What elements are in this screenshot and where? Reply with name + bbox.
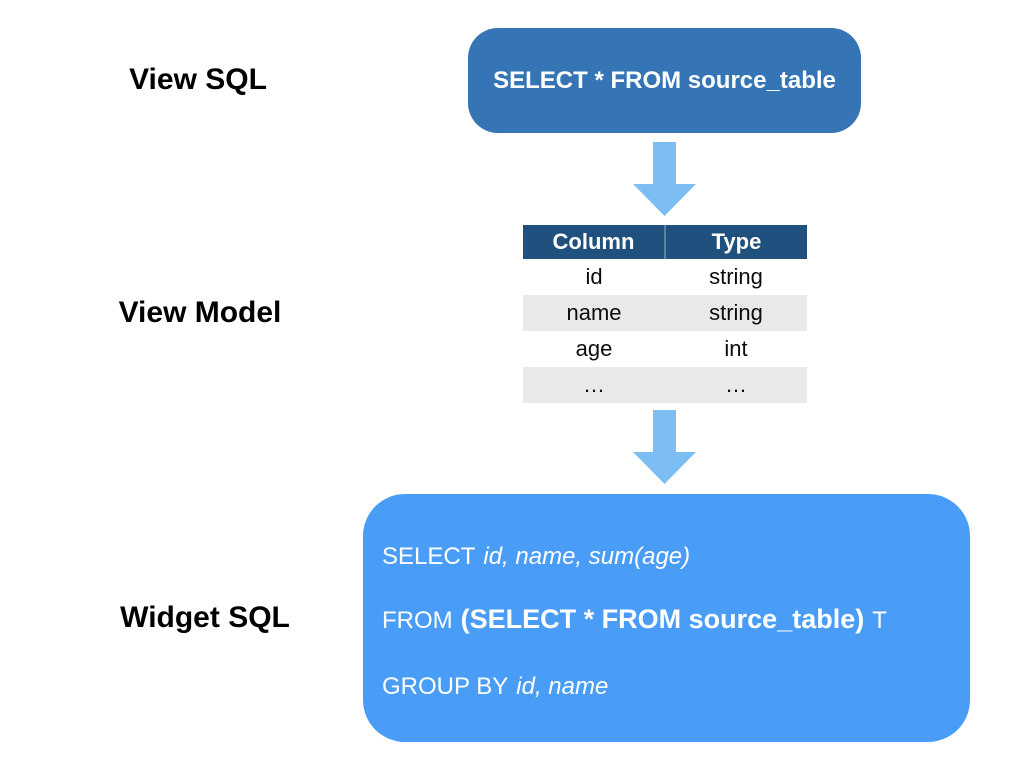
sql-table-alias: T bbox=[872, 607, 887, 634]
widget-sql-groupby-line: GROUP BY id, name bbox=[382, 673, 608, 701]
view-sql-box: SELECT * FROM source_table bbox=[468, 28, 861, 133]
sql-select-args: id, name, sum(age) bbox=[483, 543, 691, 570]
table-row: id string bbox=[523, 259, 807, 295]
table-cell: name bbox=[523, 295, 665, 331]
widget-sql-box: SELECT id, name, sum(age) FROM (SELECT * F… bbox=[363, 494, 970, 742]
table-cell: … bbox=[523, 367, 665, 403]
table-cell: id bbox=[523, 259, 665, 295]
down-arrow-icon bbox=[633, 410, 696, 484]
view-sql-label: View SQL bbox=[129, 63, 267, 96]
table-cell: string bbox=[665, 295, 807, 331]
table-row: name string bbox=[523, 295, 807, 331]
widget-sql-select-line: SELECT id, name, sum(age) bbox=[382, 543, 690, 571]
type-header: Type bbox=[664, 225, 807, 259]
table-row: … … bbox=[523, 367, 807, 403]
sql-keyword: FROM bbox=[382, 607, 453, 634]
table-cell: age bbox=[523, 331, 665, 367]
view-model-table: Column Type id string name string age in… bbox=[523, 225, 807, 403]
table-row: age int bbox=[523, 331, 807, 367]
widget-sql-label: Widget SQL bbox=[120, 601, 290, 634]
sql-keyword: GROUP BY bbox=[382, 673, 509, 700]
down-arrow-icon bbox=[633, 142, 696, 216]
sql-subquery: (SELECT * FROM source_table) bbox=[460, 604, 865, 634]
column-header: Column bbox=[523, 225, 665, 259]
sql-keyword: SELECT bbox=[382, 543, 476, 570]
widget-sql-from-line: FROM (SELECT * FROM source_table) T bbox=[382, 604, 887, 635]
view-model-label: View Model bbox=[118, 296, 282, 329]
view-sql-code: SELECT * FROM source_table bbox=[493, 66, 836, 94]
table-cell: int bbox=[665, 331, 807, 367]
table-cell: … bbox=[665, 367, 807, 403]
table-cell: string bbox=[665, 259, 807, 295]
table-header-row: Column Type bbox=[523, 225, 807, 259]
sql-groupby-args: id, name bbox=[516, 673, 609, 700]
